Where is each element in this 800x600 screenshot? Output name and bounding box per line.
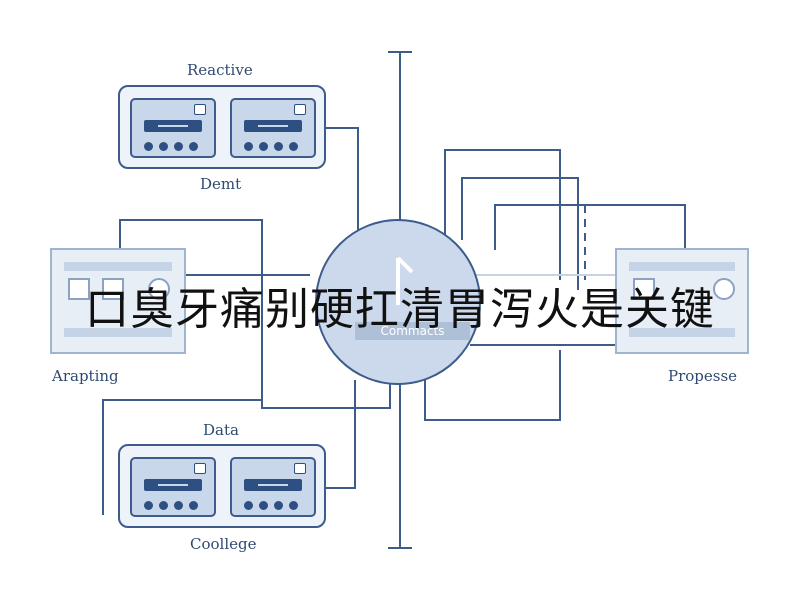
label-data: Data: [203, 421, 239, 439]
card-circle-icon: [148, 278, 170, 300]
left-card: [50, 248, 186, 354]
label-propesse: Propesse: [668, 367, 738, 385]
card-strip: [64, 328, 172, 337]
card-strip: [64, 262, 172, 271]
module-display-bar: [144, 479, 202, 491]
card-circle-icon: [713, 278, 735, 300]
connector-left-card: [119, 219, 391, 409]
connector-right-1: [444, 149, 561, 280]
module-dots: [144, 501, 198, 510]
connector-bottom-left: [102, 399, 262, 515]
module-button-icon: [294, 463, 306, 474]
connector-bottom-panel: [325, 380, 356, 489]
connector-right-2: [461, 177, 579, 290]
card-strip: [629, 262, 735, 271]
module-dots: [244, 501, 298, 510]
module-display-bar: [144, 120, 202, 132]
card-box-icon: [68, 278, 90, 300]
label-demt: Demt: [200, 175, 242, 193]
module-button-icon: [194, 104, 206, 115]
module-display-bar: [244, 479, 302, 491]
connector-top-panel: [325, 127, 359, 232]
hub-label: Commacts: [355, 322, 470, 340]
connector-right-bottom: [424, 350, 561, 421]
bottom-panel-module-2: [230, 457, 316, 517]
right-card: [615, 248, 749, 354]
connector-lines: [102, 51, 686, 549]
card-strip: [629, 328, 735, 337]
label-arapting: Arapting: [52, 367, 119, 385]
card-box-icon: [633, 278, 655, 300]
connector-right-3: [494, 204, 686, 250]
module-button-icon: [194, 463, 206, 474]
module-dots: [244, 142, 298, 151]
card-box-icon: [102, 278, 124, 300]
label-reactive: Reactive: [187, 61, 253, 79]
overlay-title: 口臭牙痛别硬扛清胃泻火是关键: [85, 284, 715, 335]
hub-glyph: [396, 256, 414, 305]
bottom-panel-module-1: [130, 457, 216, 517]
module-button-icon: [294, 104, 306, 115]
label-coollege: Coollege: [190, 535, 257, 553]
module-display-bar: [244, 120, 302, 132]
bottom-panel: [118, 444, 326, 528]
top-panel: [118, 85, 326, 169]
module-dots: [144, 142, 198, 151]
top-panel-module-2: [230, 98, 316, 158]
top-panel-module-1: [130, 98, 216, 158]
